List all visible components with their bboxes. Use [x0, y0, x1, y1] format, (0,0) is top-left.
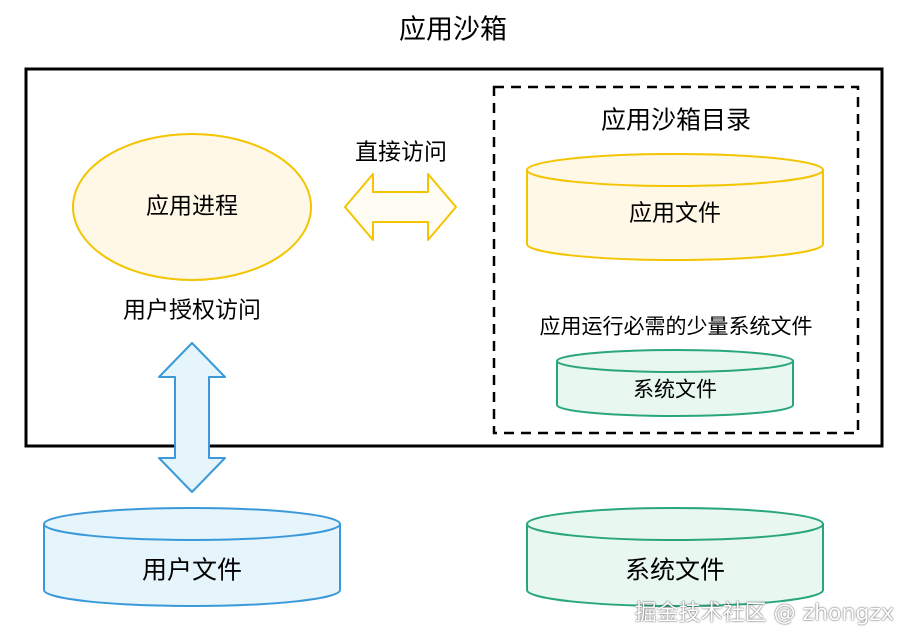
- app-files-cylinder: [526, 153, 824, 261]
- direct-access-label: 直接访问: [355, 139, 447, 166]
- sandbox-directory-boundary: [492, 85, 860, 435]
- app-files-label: 应用文件: [629, 200, 721, 227]
- outer-system-files-cylinder: [526, 507, 824, 607]
- sandbox-boundary: [24, 67, 884, 448]
- outer-system-files-label: 系统文件: [624, 555, 726, 585]
- direct-access-arrow: [344, 173, 457, 241]
- user-authorized-access-label: 用户授权访问: [123, 297, 261, 324]
- app-process-ellipse: [72, 133, 312, 281]
- user-files-label: 用户文件: [141, 555, 243, 585]
- watermark: 掘金技术社区 @ zhongzx: [634, 601, 894, 626]
- user-authorized-access-arrow: [158, 342, 226, 493]
- inner-system-files-cylinder: [556, 349, 794, 417]
- diagram-title: 应用沙箱: [399, 14, 507, 46]
- app-process-label: 应用进程: [146, 193, 238, 220]
- sandbox-directory-label: 应用沙箱目录: [600, 105, 752, 135]
- user-files-cylinder: [43, 507, 341, 607]
- required-system-files-note: 应用运行必需的少量系统文件: [539, 314, 813, 339]
- inner-system-files-label: 系统文件: [633, 377, 717, 402]
